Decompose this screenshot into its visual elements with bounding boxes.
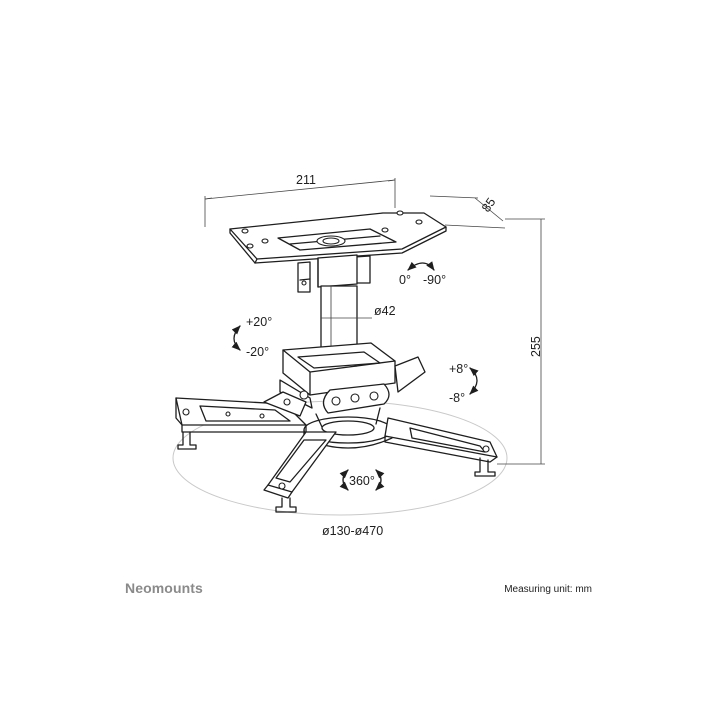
arm-back — [263, 391, 307, 417]
upper-bracket — [297, 254, 371, 293]
ceiling-plate — [229, 210, 447, 264]
brand-logo: Neomounts — [125, 580, 203, 596]
depth-label: 85 — [479, 195, 498, 214]
plate-range-label: ø130-ø470 — [322, 524, 383, 538]
height-label: 255 — [529, 336, 543, 357]
swivel-left-label: 0° — [399, 273, 411, 287]
arm-right — [384, 417, 498, 477]
arm-front — [263, 431, 337, 513]
roll-up-label: +8° — [449, 362, 468, 376]
swivel-arrow — [407, 261, 435, 271]
rotation-arrow — [339, 469, 385, 491]
tilt-down-label: -20° — [246, 345, 269, 359]
tilt-up-label: +20° — [246, 315, 272, 329]
swivel-right-label: -90° — [423, 273, 446, 287]
measuring-unit-label: Measuring unit: mm — [504, 584, 592, 595]
full-rotation-label: 360° — [349, 474, 375, 488]
roll-arrow — [469, 367, 479, 395]
height-dimension — [497, 218, 545, 465]
depth-dimension — [429, 195, 506, 229]
width-dimension — [204, 178, 396, 227]
tube-diameter-label: ø42 — [374, 304, 396, 318]
roll-down-label: -8° — [449, 391, 465, 405]
tilt-head — [279, 342, 426, 414]
tilt-arrow — [231, 325, 241, 351]
width-label: 211 — [296, 173, 316, 187]
